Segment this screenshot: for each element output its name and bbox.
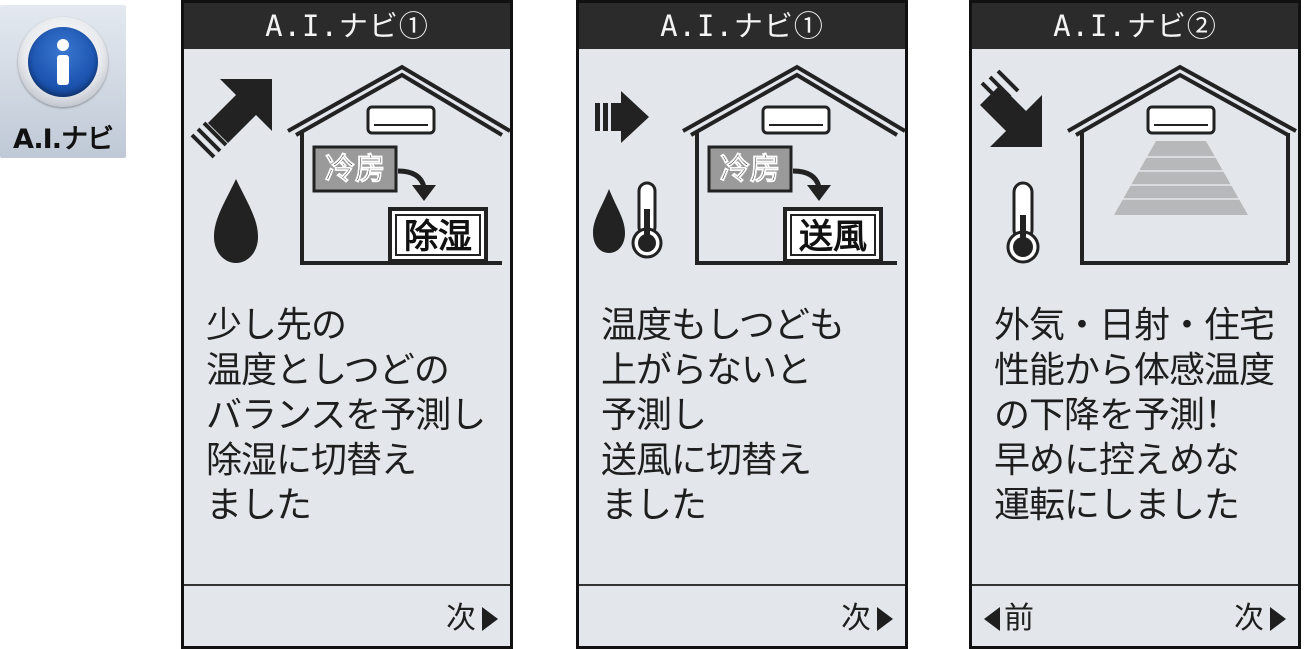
next-arrow-icon [482,607,498,631]
footer-divider [972,584,1298,586]
water-drop-icon [593,189,625,253]
ai-navi-screen-1: A.I.ナビ① 冷房 除湿 [181,0,513,649]
ai-navi-app-icon[interactable]: A.I.ナビ [0,5,126,158]
house-icon [1067,64,1297,265]
status-message: 外気・日射・住宅 性能から体感温度 の下降を予測！ 早めに控えめな 運転にしまし… [994,305,1275,526]
water-drop-icon [214,179,258,263]
from-mode-label: 冷房 [720,152,780,187]
footer-divider [184,584,510,586]
curved-arrow-icon [397,168,436,201]
next-button[interactable]: 次 [446,601,498,637]
footer-divider [579,584,905,586]
info-icon [18,17,108,107]
curved-arrow-icon [792,168,831,201]
cool-air-icon [1114,141,1248,215]
next-arrow-icon [877,607,893,631]
cooling-illustration [980,64,1297,265]
prev-button[interactable]: 前 [984,601,1034,637]
arrow-down-right-icon [980,69,1042,147]
status-message: 温度もしつども 上がらないと 予測し 送風に切替え ました [601,305,845,526]
from-mode-label: 冷房 [325,152,385,187]
screen-title: A.I.ナビ① [184,3,510,49]
mode-switch-illustration: 冷房 送風 [593,64,905,265]
ai-navi-screen-2: A.I.ナビ① 冷房 [576,0,908,649]
air-conditioner-icon [366,105,436,135]
thermometer-icon [1006,181,1040,264]
arrow-right-icon [595,91,649,143]
mode-switch-illustration: 冷房 除湿 [190,64,510,265]
app-icon-label: A.I.ナビ [13,124,114,155]
screen-title: A.I.ナビ① [579,3,905,49]
ai-navi-screen-3: A.I.ナビ② [969,0,1301,649]
thermometer-icon [631,181,663,259]
to-mode-label: 送風 [799,217,867,257]
air-conditioner-icon [761,105,831,135]
prev-arrow-icon [984,607,1000,631]
next-button[interactable]: 次 [841,601,893,637]
to-mode-label: 除湿 [404,217,472,257]
air-conditioner-icon [1146,105,1216,135]
next-button[interactable]: 次 [1234,601,1286,637]
next-arrow-icon [1270,607,1286,631]
status-message: 少し先の 温度としつどの バランスを予測し 除湿に切替え ました [206,305,486,526]
screen-title: A.I.ナビ② [972,3,1298,49]
arrow-up-right-icon [190,79,272,159]
